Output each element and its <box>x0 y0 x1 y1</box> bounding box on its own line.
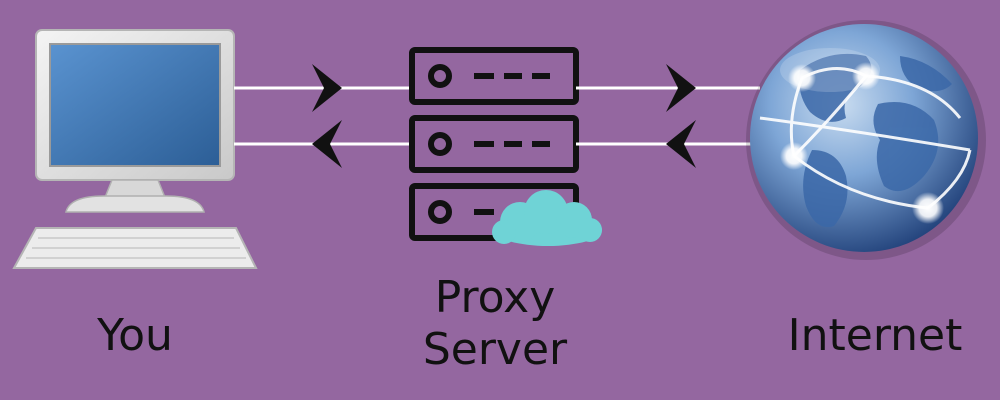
label-internet: Internet <box>787 310 963 361</box>
arrow-left-icon <box>312 120 342 168</box>
arrow-right-icon <box>666 64 696 112</box>
cloud-icon <box>492 190 602 246</box>
label-you: You <box>97 310 173 361</box>
globe-icon <box>746 20 986 260</box>
computer-icon <box>12 29 258 269</box>
label-proxy-line2: Server <box>422 324 568 375</box>
label-proxy-line1: Proxy <box>434 272 556 323</box>
arrow-right-icon <box>312 64 342 112</box>
arrow-left-icon <box>666 120 696 168</box>
label-proxy-server: Proxy Server <box>395 272 595 376</box>
